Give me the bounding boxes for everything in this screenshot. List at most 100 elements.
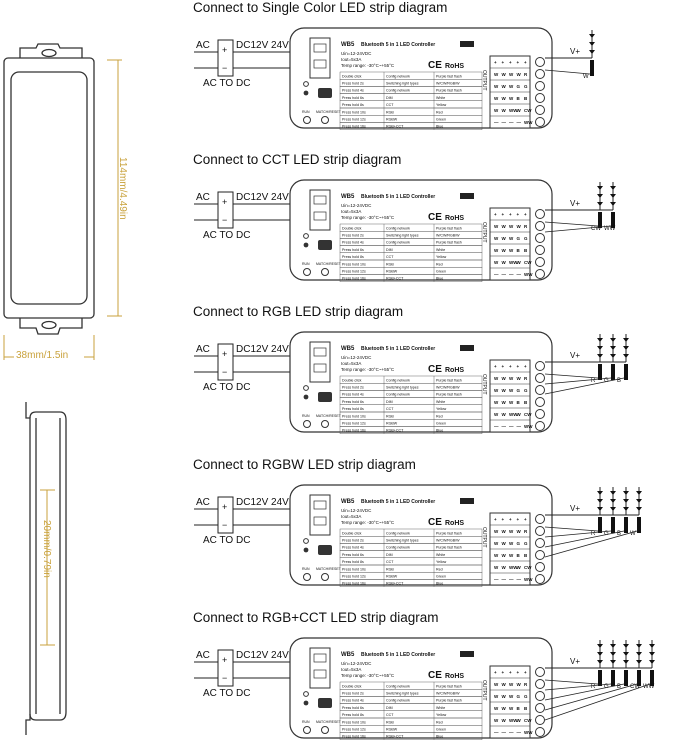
channel-wire <box>544 683 612 691</box>
channel-wire <box>544 679 599 685</box>
table-cell-action: Press hold 4s <box>342 89 364 93</box>
ac-label: AC <box>196 40 210 51</box>
table-cell-function: RGB <box>386 567 394 571</box>
terminal-label: W <box>509 541 514 546</box>
terminal-label: + <box>509 212 512 217</box>
table-cell-function: CCT <box>386 407 394 411</box>
terminal-label: W <box>509 248 514 253</box>
led-diode <box>623 660 629 664</box>
terminal-label: W <box>502 565 507 570</box>
led-diode <box>597 194 603 198</box>
terminal-label: G <box>517 541 521 546</box>
channel-wire <box>544 530 612 538</box>
table-cell-function: RGB <box>386 414 394 418</box>
terminal-label: G <box>517 84 521 89</box>
table-cell-function: Config network <box>386 393 410 397</box>
table-cell-indicator: Blue <box>436 277 443 281</box>
table-cell-function: RGBW <box>386 575 398 579</box>
terminal-label: + <box>509 364 512 369</box>
led-diode <box>610 194 616 198</box>
led-diode <box>636 652 642 656</box>
table-cell-indicator: Blue <box>436 735 443 739</box>
table-cell-action: Press hold 10s <box>342 567 366 571</box>
terminal-label: B <box>524 553 528 558</box>
channel-label-b: B <box>617 531 621 537</box>
led-diode <box>597 491 603 495</box>
match-label: MATCH/RESET <box>316 720 342 724</box>
terminal-label: + <box>524 670 527 675</box>
channel-label-cw: CW <box>591 226 601 232</box>
terminal-label: W <box>502 224 507 229</box>
psu-plus: + <box>222 45 227 55</box>
terminal-screw-hole <box>535 245 545 255</box>
terminal-label: + <box>509 60 512 65</box>
channel-wire <box>544 373 599 379</box>
terminal-label: W <box>494 541 499 546</box>
controller-model: WB5 <box>341 652 355 658</box>
tuya-logo <box>318 240 332 250</box>
table-cell-indicator: Yellow <box>436 407 447 411</box>
terminal-label: + <box>517 212 520 217</box>
table-cell-action: Press hold 8s <box>342 103 364 107</box>
table-cell-function: Switching light types <box>386 82 419 86</box>
terminal-label: R <box>524 72 528 77</box>
terminal-label: + <box>502 670 505 675</box>
table-row <box>339 122 483 130</box>
terminal-label: WW <box>509 412 518 417</box>
housing-front-view <box>3 43 95 335</box>
terminal-label: W <box>502 706 507 711</box>
controller-uin: Uin=12-24VDC <box>341 51 372 56</box>
terminal-label: + <box>494 364 497 369</box>
channel-wire <box>544 530 638 558</box>
channel-wire-end <box>650 670 654 686</box>
controller-name: Bluetooth 5 in 1 LED Controller <box>361 652 435 658</box>
controller-model: WB5 <box>341 346 355 352</box>
table-cell-indicator: Purple fast flash <box>436 546 462 550</box>
channel-label-g: G <box>604 684 609 690</box>
terminal-label: — <box>517 120 522 125</box>
controller-name: Bluetooth 5 in 1 LED Controller <box>361 499 435 505</box>
led-diode <box>610 338 616 342</box>
channel-label-r: R <box>591 378 596 384</box>
terminal-screw <box>313 59 327 69</box>
match-button <box>321 573 329 581</box>
terminal-label: W <box>494 718 499 723</box>
table-cell-function: Switching light types <box>386 234 419 238</box>
status-dot <box>303 394 309 400</box>
table-cell-action: Press hold 16s <box>342 277 366 281</box>
table-cell-action: Press hold 12s <box>342 728 366 732</box>
terminal-screw-hole <box>535 703 545 713</box>
led-diode <box>649 652 655 656</box>
terminal-screw-hole <box>535 117 545 127</box>
channel-wire <box>544 683 638 711</box>
tuya-logo <box>318 88 332 98</box>
table-cell-indicator: Yellow <box>436 103 447 107</box>
match-button <box>321 268 329 276</box>
channel-wire-end <box>624 517 628 533</box>
led-diode <box>610 644 616 648</box>
table-cell-indicator: Red <box>436 262 443 266</box>
vplus-label: V+ <box>570 657 580 666</box>
terminal-label: W <box>502 400 507 405</box>
terminal-label: W <box>502 553 507 558</box>
ce-mark: CE <box>428 517 442 528</box>
terminal-screw <box>313 211 327 221</box>
terminal-label: B <box>524 248 528 253</box>
table-cell-function: CCT <box>386 255 394 259</box>
table-cell-action: Press hold 12s <box>342 270 366 274</box>
led-diode <box>610 652 616 656</box>
table-cell-indicator: Red <box>436 110 443 114</box>
diagram-title-rgbcct: Connect to RGB+CCT LED strip diagram <box>193 610 439 625</box>
table-cell-function: Config network <box>386 89 410 93</box>
led-diode <box>597 186 603 190</box>
terminal-label: W <box>494 388 499 393</box>
table-cell-indicator: Purple fast flash <box>436 74 462 78</box>
terminal-label: W <box>494 553 499 558</box>
bluetooth-icon <box>303 81 309 87</box>
run-label: RUN <box>302 414 310 418</box>
terminal-label: W <box>502 84 507 89</box>
terminal-label: B <box>517 96 521 101</box>
match-label: MATCH/RESET <box>316 567 342 571</box>
terminal-label: — <box>517 272 522 277</box>
